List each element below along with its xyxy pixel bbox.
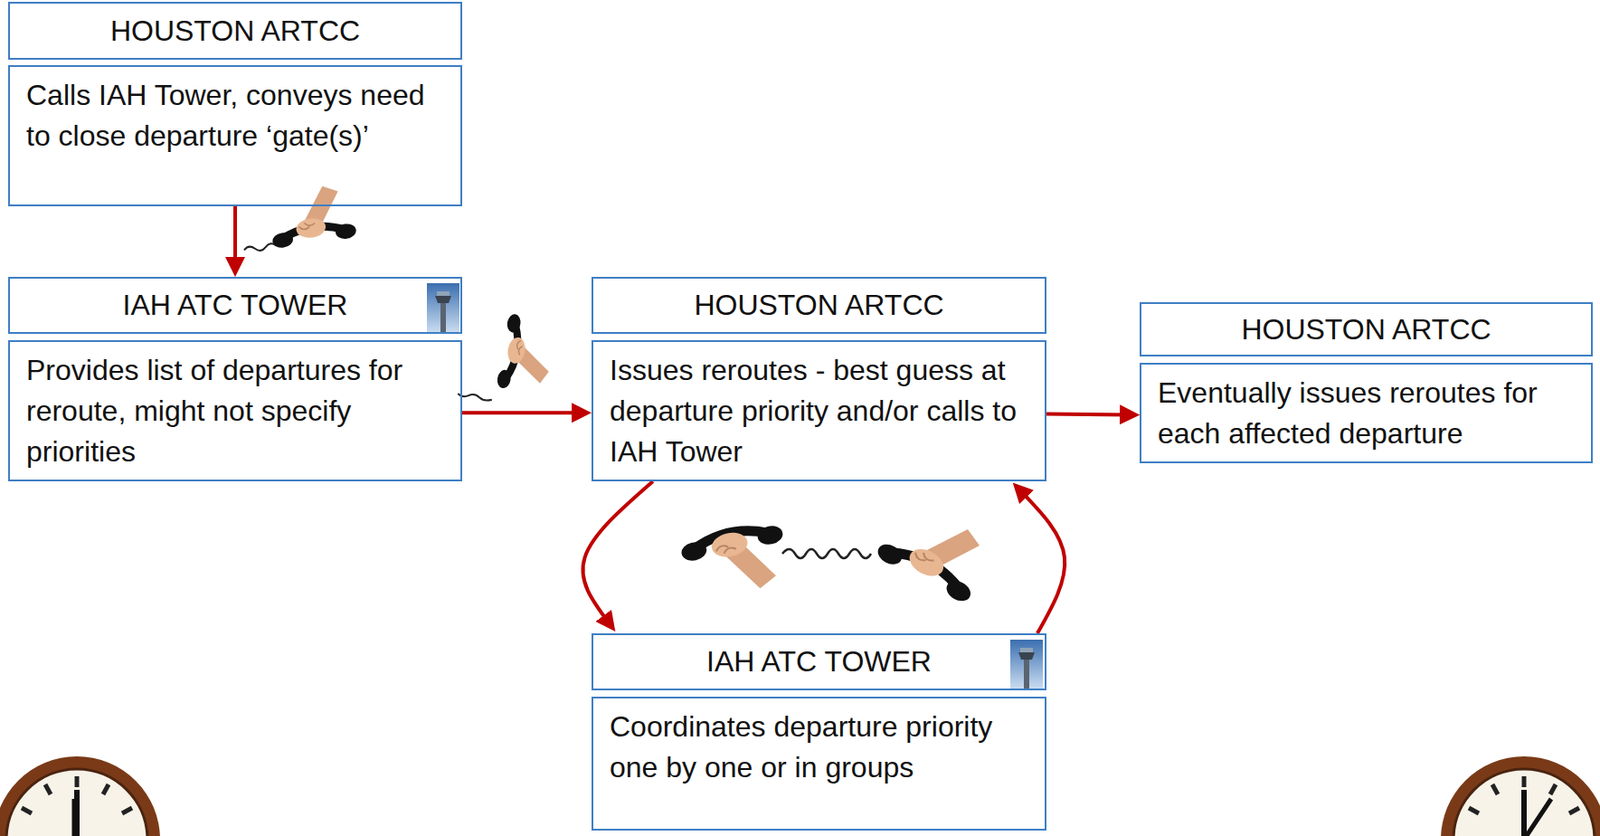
box-heading: HOUSTON ARTCC <box>591 276 1047 334</box>
hand <box>290 183 344 239</box>
flow-arrow <box>233 206 237 265</box>
hand <box>502 335 554 385</box>
process-box: HOUSTON ARTCCCalls IAH Tower, conveys ne… <box>8 1 463 207</box>
process-box: HOUSTON ARTCCEventually issues reroutes … <box>1139 302 1593 464</box>
box-body: Calls IAH Tower, conveys need to close d… <box>8 65 463 207</box>
hand <box>905 511 985 592</box>
flow-arrow <box>582 481 653 622</box>
phone-icon <box>236 181 358 253</box>
box-heading: HOUSTON ARTCC <box>8 1 463 60</box>
flow-arrow <box>1021 492 1065 634</box>
flow-arrow <box>1046 413 1127 415</box>
box-body: Coordinates departure priority one by on… <box>591 696 1047 831</box>
box-heading: IAH ATC TOWER <box>591 633 1047 691</box>
process-box: IAH ATC TOWER Provides list of departures… <box>8 276 463 482</box>
phone-cord <box>457 391 493 402</box>
phone-icon <box>457 306 558 410</box>
process-box: HOUSTON ARTCC Issues reroutes - best gues… <box>591 276 1047 482</box>
flow-arrow <box>462 410 579 415</box>
box-body: Eventually issues reroutes for each affe… <box>1139 362 1593 464</box>
tower-icon <box>426 283 460 332</box>
phone-cord <box>244 242 277 253</box>
tower-icon <box>1010 639 1043 689</box>
box-heading: IAH ATC TOWER <box>8 276 463 334</box>
phone-cord <box>782 549 872 559</box>
clock-icon <box>0 756 161 836</box>
box-body: Issues reroutes - best guess at departur… <box>591 340 1047 482</box>
box-body: Provides list of departures for reroute,… <box>8 340 463 482</box>
hand <box>709 524 778 597</box>
phone-icon <box>679 496 997 606</box>
box-heading: HOUSTON ARTCC <box>1139 302 1593 357</box>
process-box: IAH ATC TOWERCoordinates departure prior… <box>591 633 1047 831</box>
clock-icon <box>1440 756 1600 836</box>
